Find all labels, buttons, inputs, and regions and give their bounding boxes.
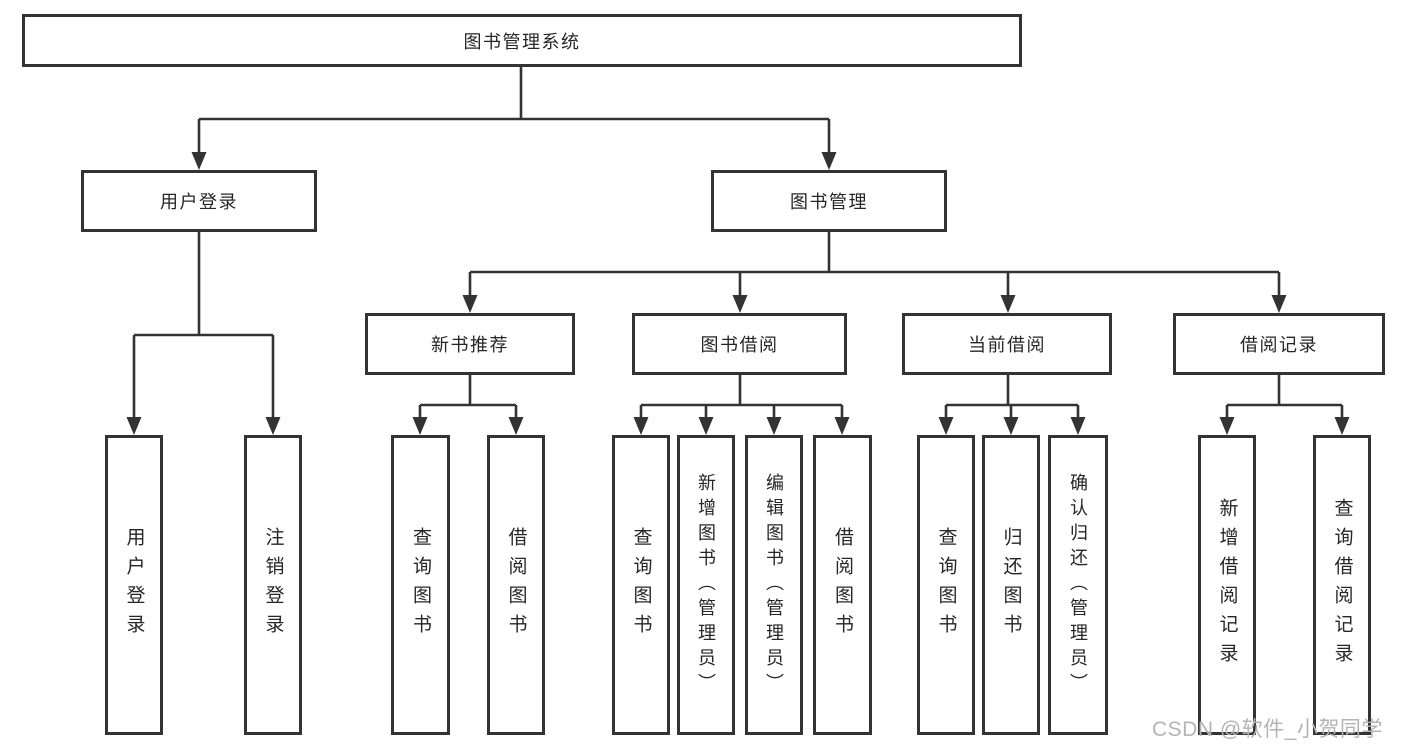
node-user-login-leaf: 用户登录 [105, 435, 163, 735]
connector-new-book-recommend [412, 375, 524, 435]
connector-current-borrowing [938, 375, 1086, 435]
node-edit-books-admin: 编辑图书（管理员） [745, 435, 803, 735]
node-logout: 注销登录 [244, 435, 302, 735]
node-query-books-current: 查询图书 [917, 435, 975, 735]
node-current-borrowing-label: 当前借阅 [968, 335, 1046, 355]
node-book-management-label: 图书管理 [790, 192, 868, 212]
connector-root [191, 67, 837, 170]
node-borrow-books-recommend: 借阅图书 [487, 435, 545, 735]
node-book-borrowing: 图书借阅 [632, 313, 847, 375]
node-user-login-label: 用户登录 [160, 192, 238, 212]
connector-book-management [462, 232, 1287, 313]
node-library-system: 图书管理系统 [22, 14, 1022, 67]
connector-user-login [126, 232, 281, 435]
node-confirm-return-admin: 确认归还（管理员） [1048, 435, 1108, 735]
node-return-books: 归还图书 [982, 435, 1040, 735]
node-query-books-borrowing: 查询图书 [612, 435, 670, 735]
node-borrow-books-borrowing: 借阅图书 [813, 435, 872, 735]
node-new-book-recommend: 新书推荐 [365, 313, 575, 375]
node-user-login: 用户登录 [81, 170, 317, 232]
node-add-borrow-record: 新增借阅记录 [1198, 435, 1256, 735]
node-query-books-recommend: 查询图书 [391, 435, 450, 735]
node-library-system-label: 图书管理系统 [463, 31, 581, 52]
node-borrowing-records-label: 借阅记录 [1240, 335, 1318, 355]
node-add-books-admin: 新增图书（管理员） [677, 435, 735, 735]
node-new-book-recommend-label: 新书推荐 [431, 335, 509, 355]
node-query-borrow-record: 查询借阅记录 [1313, 435, 1371, 735]
connector-borrowing-records [1219, 375, 1350, 435]
csdn-watermark: CSDN @软件_小贺同学 [1152, 718, 1383, 741]
node-current-borrowing: 当前借阅 [902, 313, 1112, 375]
node-borrowing-records: 借阅记录 [1173, 313, 1385, 375]
node-book-management: 图书管理 [711, 170, 947, 232]
connector-book-borrowing [633, 375, 850, 435]
node-book-borrowing-label: 图书借阅 [700, 335, 779, 355]
